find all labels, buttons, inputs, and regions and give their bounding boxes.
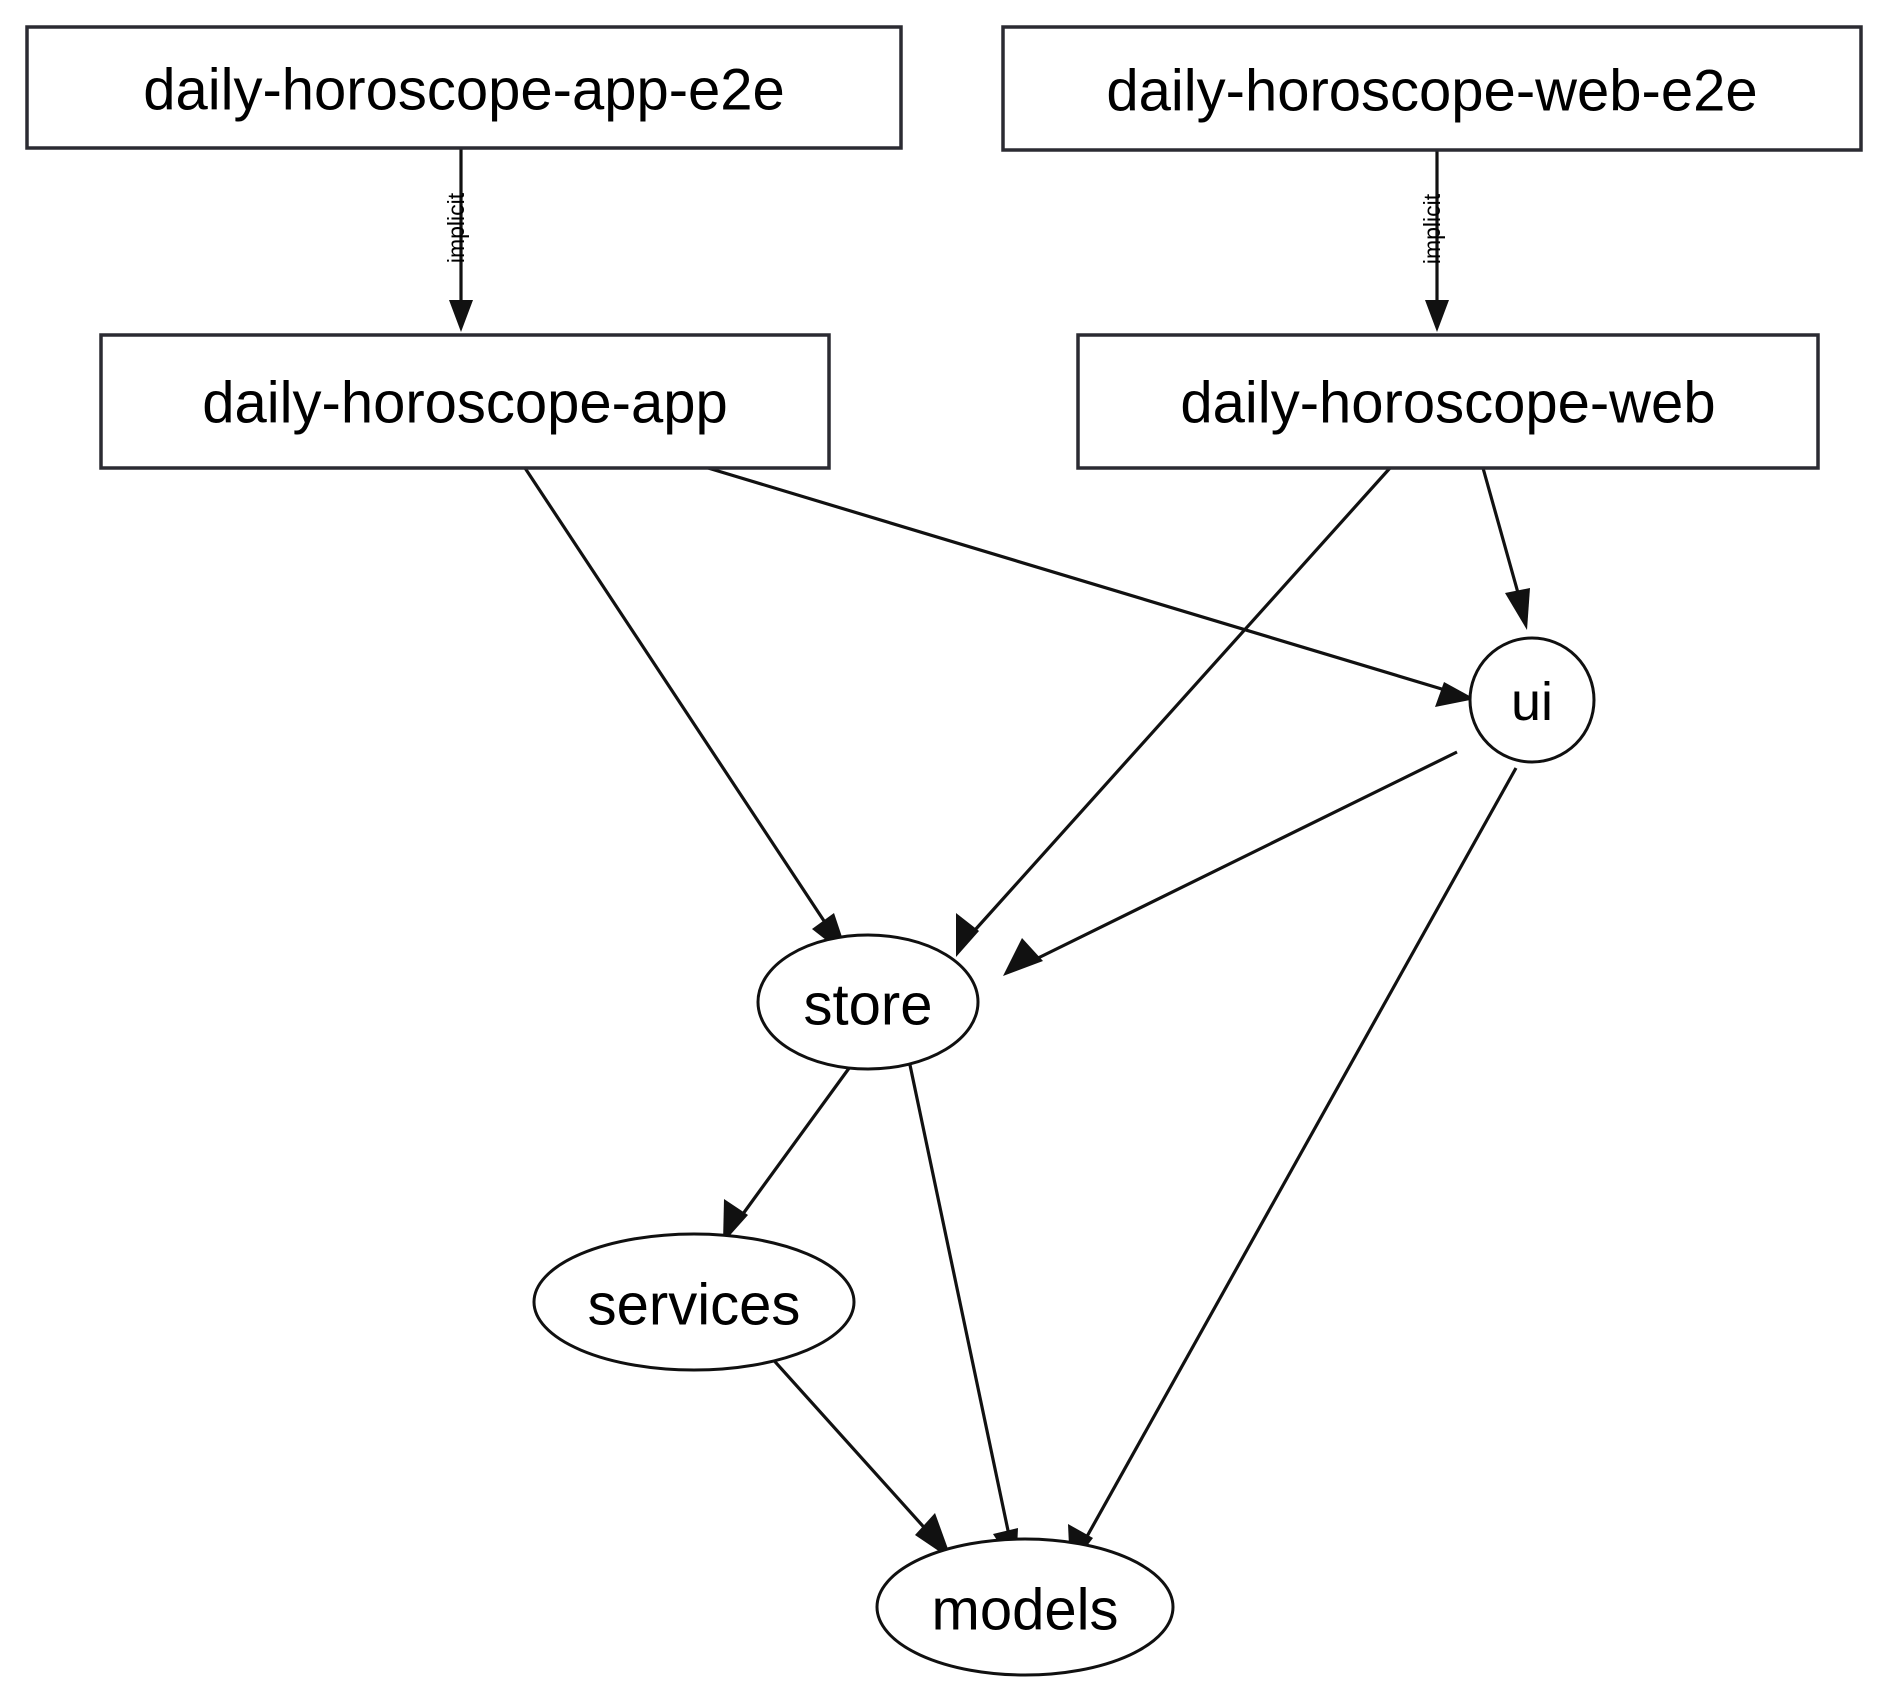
node-models[interactable]: models (875, 1537, 1175, 1677)
arrowhead-icon (723, 1199, 748, 1243)
node-layer: daily-horoscope-app-e2e daily-horoscope-… (25, 25, 1863, 1677)
node-label-daily-horoscope-app: daily-horoscope-app (202, 371, 728, 436)
edge-line (523, 467, 832, 931)
node-label-services: services (588, 1273, 801, 1338)
node-daily-horoscope-app[interactable]: daily-horoscope-app (99, 333, 831, 470)
node-box-shape (1076, 333, 1820, 470)
arrowhead-icon (1435, 682, 1475, 707)
node-label-daily-horoscope-app-e2e: daily-horoscope-app-e2e (143, 58, 785, 123)
arrowhead-icon (1003, 938, 1043, 976)
node-daily-horoscope-app-e2e[interactable]: daily-horoscope-app-e2e (25, 25, 903, 150)
node-services[interactable]: services (532, 1232, 856, 1372)
edge-line (1029, 750, 1458, 964)
edge-ui-to-models[interactable] (1068, 767, 1518, 1568)
node-label-daily-horoscope-web: daily-horoscope-web (1180, 371, 1715, 436)
node-ui[interactable]: ui (1468, 636, 1596, 764)
edge-layer: implicit implicit (443, 148, 1530, 1570)
edge-label-implicit-app: implicit (443, 192, 469, 263)
edge-web-to-store[interactable] (956, 466, 1392, 957)
edge-line (908, 1064, 1012, 1541)
node-label-daily-horoscope-web-e2e: daily-horoscope-web-e2e (1106, 59, 1757, 124)
edge-app-to-ui[interactable] (707, 466, 1475, 707)
edge-line (738, 1059, 857, 1219)
edge-line (1481, 467, 1522, 601)
edge-label-implicit-web: implicit (1419, 193, 1445, 264)
edge-services-to-models[interactable] (758, 1343, 952, 1560)
arrowhead-icon (449, 300, 473, 332)
edge-web-e2e-to-web[interactable]: implicit (1419, 150, 1449, 332)
edge-app-e2e-to-app[interactable]: implicit (443, 148, 473, 332)
edge-ui-to-store[interactable] (1003, 750, 1458, 976)
node-store[interactable]: store (756, 933, 980, 1071)
node-label-models: models (932, 1578, 1119, 1643)
node-daily-horoscope-web[interactable]: daily-horoscope-web (1076, 333, 1820, 470)
edge-store-to-services[interactable] (723, 1059, 857, 1243)
node-box-shape (25, 25, 903, 150)
arrowhead-icon (956, 913, 979, 957)
node-ellipse-shape (532, 1232, 856, 1372)
node-box-shape (1001, 25, 1863, 152)
arrowhead-icon (1505, 588, 1530, 630)
node-daily-horoscope-web-e2e[interactable]: daily-horoscope-web-e2e (1001, 25, 1863, 152)
edge-line (973, 466, 1392, 932)
edge-line (707, 466, 1446, 692)
edge-web-to-ui[interactable] (1481, 467, 1530, 630)
node-box-shape (99, 333, 831, 470)
arrowhead-icon (1425, 300, 1449, 332)
node-ellipse-shape (756, 933, 980, 1071)
edge-line (1083, 767, 1518, 1541)
edge-line (758, 1343, 932, 1536)
node-label-ui: ui (1511, 672, 1553, 732)
edge-app-to-store[interactable] (523, 467, 849, 958)
node-ellipse-shape (1468, 636, 1596, 764)
arrowhead-icon (915, 1513, 952, 1560)
node-label-store: store (804, 973, 933, 1038)
edge-store-to-models[interactable] (908, 1064, 1018, 1570)
node-ellipse-shape (875, 1537, 1175, 1677)
